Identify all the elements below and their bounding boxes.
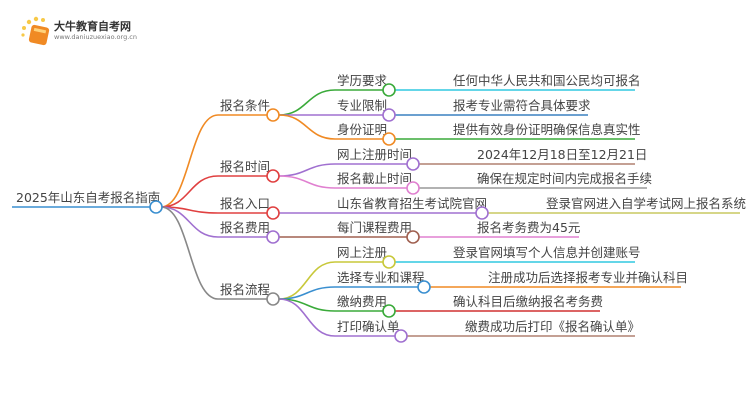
topic-label: 网上注册 [337,245,387,260]
branch-node[interactable] [266,169,280,183]
logo-title: 大牛教育自考网 [54,20,131,33]
branch-node[interactable] [266,206,280,220]
detail-text: 登录官网进入自学考试网上报名系统 [546,196,746,211]
logo [18,14,138,48]
branch-label: 报名条件 [220,98,270,113]
topic-label: 打印确认单 [337,319,400,334]
topic-connector [278,114,336,140]
branch-connector [160,114,219,208]
branch-label: 报名入口 [220,196,270,211]
topic-node[interactable] [382,255,396,269]
topic-node[interactable] [382,83,396,97]
topic-label: 网上注册时间 [337,147,412,162]
branch-node[interactable] [266,108,280,122]
logo-url: www.daniuzuexiao.org.cn [54,33,137,41]
topic-label: 缴纳费用 [337,294,387,309]
branch-node[interactable] [266,230,280,244]
root-label: 2025年山东自考报名指南 [16,190,160,205]
topic-node[interactable] [417,280,431,294]
topic-node[interactable] [406,181,420,195]
topic-node[interactable] [406,157,420,171]
topic-label: 报名截止时间 [337,171,412,186]
topic-connector [278,89,336,116]
detail-text: 2024年12月18日至12月21日 [477,147,647,162]
detail-text: 提供有效身份证明确保信息真实性 [453,122,641,137]
branch-connector [160,175,219,208]
branch-connector [160,206,219,300]
branch-connector [160,206,219,238]
detail-text: 任何中华人民共和国公民均可报名 [453,73,641,88]
topic-node[interactable] [406,230,420,244]
topic-node[interactable] [382,108,396,122]
detail-text: 报考专业需符合具体要求 [453,98,591,113]
topic-label: 学历要求 [337,73,388,88]
branch-label: 报名流程 [220,282,271,297]
topic-connector [278,175,336,189]
detail-text: 注册成功后选择报考专业并确认科目 [488,270,688,285]
detail-text: 确保在规定时间内完成报名手续 [477,171,652,186]
topic-node[interactable] [394,329,408,343]
topic-label: 山东省教育招生考试院官网 [337,196,487,211]
topic-connector [278,163,336,177]
book-logo-icon [21,16,50,46]
topic-label: 每门课程费用 [337,220,412,235]
topic-node[interactable] [382,304,396,318]
branch-node[interactable] [266,292,280,306]
root-node[interactable] [149,200,163,214]
branch-label: 报名费用 [220,220,270,235]
topic-label: 选择专业和课程 [337,270,425,285]
topic-node[interactable] [382,132,396,146]
branch-label: 报名时间 [220,159,270,174]
detail-text: 报名考务费为45元 [477,220,580,235]
detail-text: 登录官网填写个人信息并创建账号 [453,245,641,260]
detail-text: 确认科目后缴纳报名考务费 [453,294,603,309]
topic-connector [278,298,336,337]
topic-node[interactable] [475,206,489,220]
topic-label: 专业限制 [337,98,387,113]
detail-text: 缴费成功后打印《报名确认单》 [465,319,640,334]
topic-label: 身份证明 [337,122,387,137]
